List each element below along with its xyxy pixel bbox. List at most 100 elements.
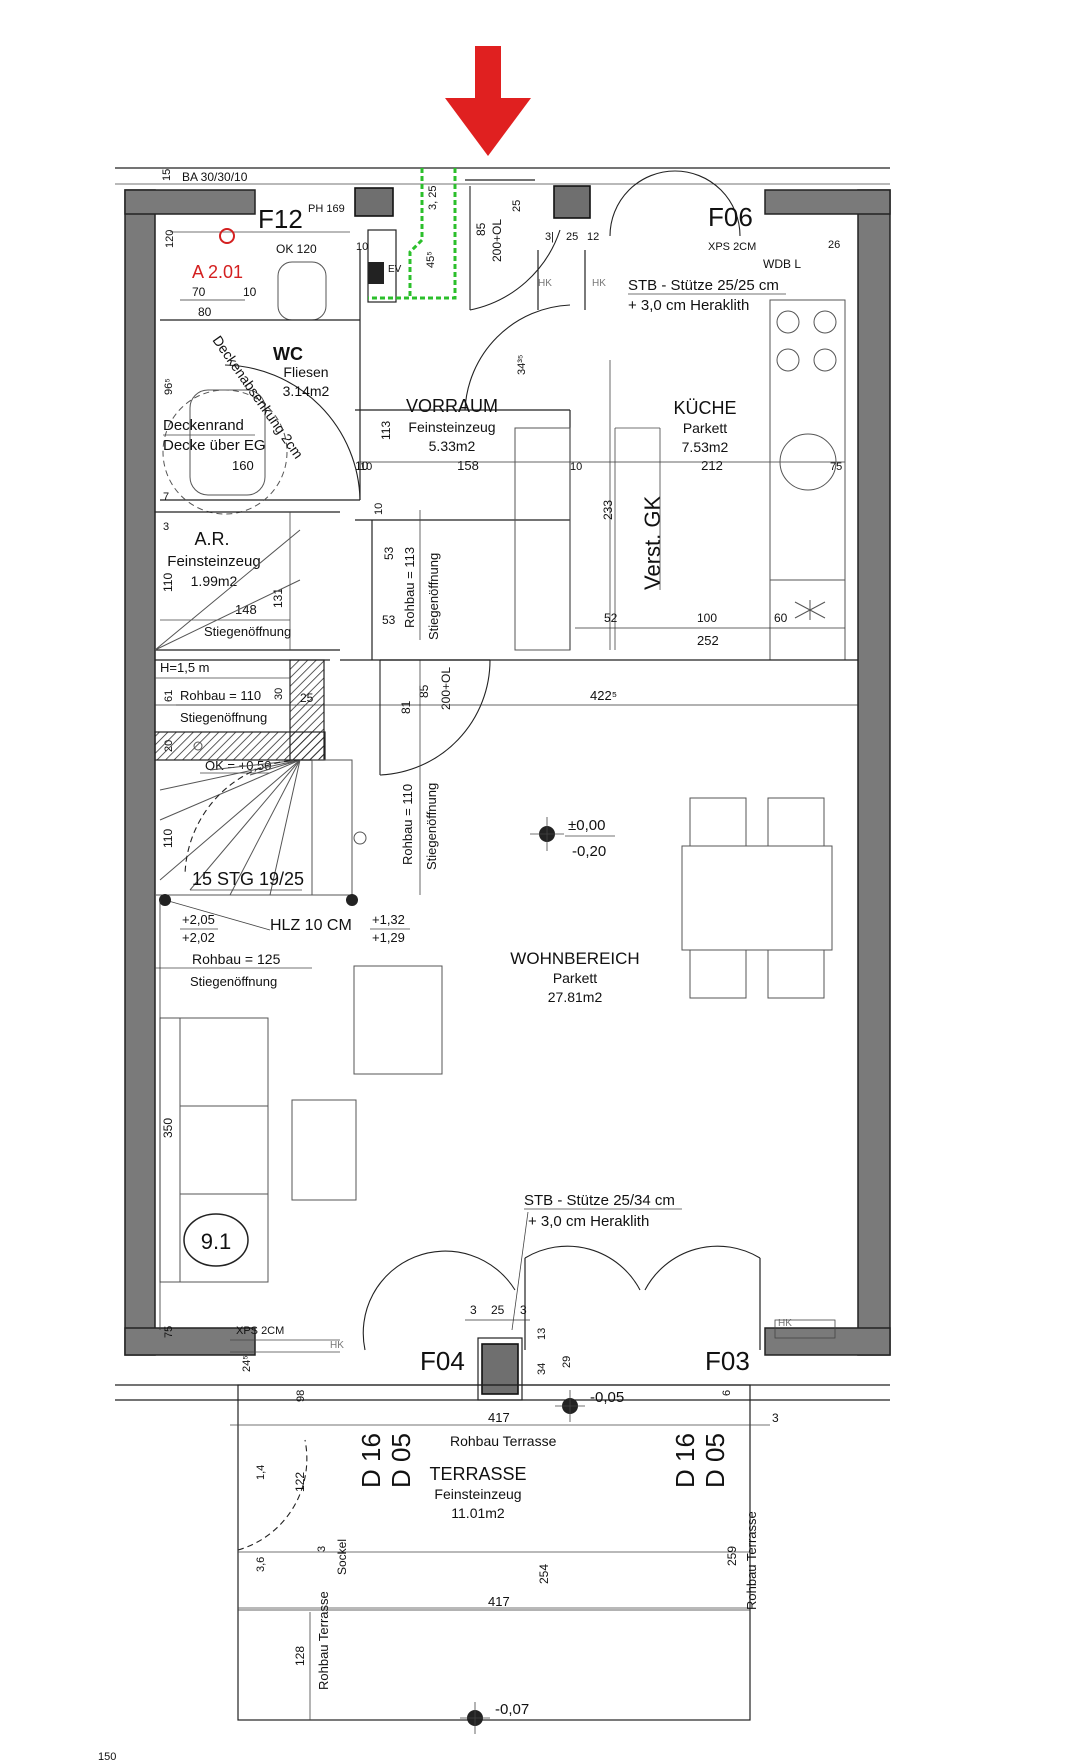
wohn-name: WOHNBEREICH	[510, 949, 639, 968]
dim-75: 75	[830, 461, 842, 473]
entrance-arrow-icon	[445, 46, 531, 156]
dim-85b: 85	[417, 684, 431, 698]
dim-80: 80	[198, 305, 212, 319]
dim-81: 81	[399, 700, 413, 714]
dim-3a: 3	[470, 1303, 477, 1317]
note-xps-bottom: XPS 2CM	[236, 1325, 284, 1337]
dim-350: 350	[161, 1118, 175, 1138]
ar-area: 1.99m2	[191, 573, 238, 589]
dim-30: 30	[273, 688, 285, 700]
dim-25c: 25	[300, 691, 314, 705]
note-stiegen-d: Stiegenöffnung	[190, 974, 277, 989]
outer-walls	[124, 185, 891, 1356]
note-rohbau110b: Rohbau = 110	[400, 784, 415, 865]
note-verst-gk: Verst. GK	[640, 496, 665, 590]
wc-floor: Fliesen	[283, 364, 328, 380]
stair-number-badge: 9.1	[183, 1213, 249, 1267]
wohn-area: 27.81m2	[548, 989, 603, 1005]
terrasse-floor: Feinsteinzeug	[434, 1486, 521, 1502]
dim-3: 3|	[545, 231, 554, 243]
note-deckenrand: Deckenrand	[163, 417, 244, 434]
dim-110a: 110	[161, 573, 175, 592]
dim-85a: 85	[474, 222, 488, 236]
dim-417a: 417	[488, 1410, 510, 1425]
kueche-floor: Parkett	[683, 420, 727, 436]
hk-top-1: HK	[538, 278, 552, 289]
level-d: -0,05	[590, 1389, 624, 1406]
door-200-top: 200+OL	[490, 219, 504, 262]
stair-number: 9.1	[201, 1229, 232, 1254]
vorraum-area: 5.33m2	[429, 438, 476, 454]
dim-34: 34	[536, 1363, 548, 1375]
rohbau-terrasse-left: Rohbau Terrasse	[316, 1591, 331, 1690]
dim-259: 259	[725, 1546, 739, 1566]
note-ph: PH 169	[308, 203, 345, 215]
note-wdb: WDB L	[763, 257, 801, 271]
note-rohbau125: Rohbau = 125	[192, 951, 281, 967]
dim-122: 122	[293, 1472, 307, 1492]
label-d05-left: D 05	[386, 1433, 416, 1488]
stair-treads	[155, 759, 367, 896]
dim-53a: 53	[382, 546, 396, 560]
note-ev: EV	[388, 264, 402, 275]
note-stuetze-top: STB - Stütze 25/25 cm	[628, 277, 779, 294]
dim-120: 120	[164, 230, 176, 248]
note-stuetze-bottom: STB - Stütze 25/34 cm	[524, 1192, 675, 1209]
dim-29: 29	[561, 1356, 573, 1368]
note-160: 160	[232, 458, 254, 473]
wc-name: WC	[273, 344, 303, 364]
note-stiegen-b: Stiegenöffnung	[426, 553, 441, 640]
window-label-f04: F04	[420, 1346, 465, 1376]
dim-3d: 3	[316, 1546, 328, 1552]
note-sockel: Sockel	[335, 1539, 349, 1575]
note-heraklith-top: + 3,0 cm Heraklith	[628, 297, 749, 314]
dim-3b: 3	[520, 1303, 527, 1317]
level-a2: +2,02	[182, 930, 215, 945]
dim-36: 3,6	[255, 1557, 267, 1572]
dim-12: 12	[587, 231, 599, 243]
dim-14: 1,4	[255, 1465, 267, 1480]
rohbau-terrasse-right: Rohbau Terrasse	[744, 1511, 759, 1610]
note-ok120: OK 120	[276, 242, 317, 256]
vorraum-name: VORRAUM	[406, 396, 498, 416]
dim-150: 150	[98, 1751, 116, 1761]
dim-26: 26	[828, 239, 840, 251]
dim-148: 148	[235, 602, 257, 617]
dim-3435: 34³⁵	[516, 355, 528, 375]
window-label-f03: F03	[705, 1346, 750, 1376]
apartment-label: A 2.01	[192, 262, 243, 282]
dim-52: 52	[604, 611, 618, 625]
label-d16-left: D 16	[356, 1433, 386, 1488]
note-hlz: HLZ 10 CM	[270, 917, 352, 934]
dim-53b: 53	[382, 613, 396, 627]
wohn-floor: Parkett	[553, 970, 597, 986]
level-b1: +1,32	[372, 912, 405, 927]
level-a1: +2,05	[182, 912, 215, 927]
dim-4225: 422⁵	[590, 688, 617, 703]
label-d05-right: D 05	[700, 1433, 730, 1488]
dim-3c: 3	[772, 1411, 779, 1425]
note-stiegen-c: Stiegenöffnung	[180, 710, 267, 725]
dim-10f: 10	[373, 503, 385, 515]
door-200-mid: 200+OL	[439, 667, 453, 710]
dim-10a: 10	[355, 459, 369, 473]
top-marker-ba: BA 30/30/10	[182, 170, 248, 184]
kueche-name: KÜCHE	[673, 398, 736, 418]
level-e: -0,07	[495, 1701, 529, 1718]
ar-name: A.R.	[194, 529, 229, 549]
dim-25d: 25	[491, 1303, 505, 1317]
dim-965: 96⁵	[163, 378, 175, 395]
dim-10c: 10	[243, 285, 257, 299]
window-label-f12: F12	[258, 204, 303, 234]
dim-113: 113	[379, 421, 393, 440]
dim-128: 128	[293, 1646, 307, 1666]
dim-10b: 10	[356, 241, 368, 253]
note-decke-eg: Decke über EG	[163, 437, 266, 454]
ar-floor: Feinsteinzeug	[167, 553, 260, 570]
kueche-dim: 212	[701, 458, 723, 473]
dim-233: 233	[601, 500, 615, 520]
dim-254: 254	[537, 1564, 551, 1584]
rohbau-terrasse-top: Rohbau Terrasse	[450, 1433, 557, 1449]
dim-25a: 25	[511, 200, 523, 212]
dim-100: 100	[697, 611, 717, 625]
